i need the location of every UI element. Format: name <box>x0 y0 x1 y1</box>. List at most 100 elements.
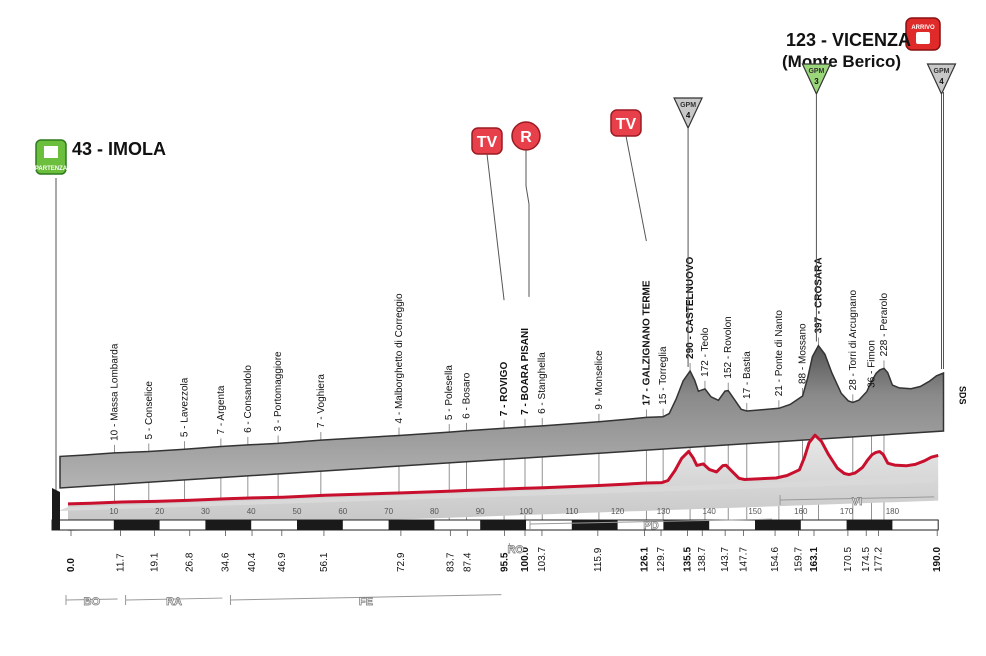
place-label: 17 - GALZIGNANO TERME <box>641 280 652 405</box>
place-elevation: 5 <box>144 433 155 439</box>
place-name: BOARA PISANI <box>520 328 531 401</box>
km-tick-label: 140 <box>703 507 717 516</box>
distance-bar-segment <box>388 520 435 530</box>
sds-label: SDS <box>958 386 968 405</box>
badge-line <box>486 153 505 301</box>
place-name: Perarolo <box>879 293 890 331</box>
place-separator: - <box>774 376 785 385</box>
place-label: 88 - Mossano <box>798 323 809 384</box>
place-name: CASTELNUOVO <box>685 256 696 333</box>
province-line <box>230 594 502 601</box>
gpm-text: GPM <box>934 68 950 75</box>
badge-text: TV <box>616 116 637 133</box>
distance-label: 190.0 <box>932 547 943 572</box>
place-label: 7 - Argenta <box>216 385 227 434</box>
profile-front-shape <box>68 435 939 531</box>
place-elevation: 7 <box>316 422 327 428</box>
r-badge-icon: R <box>511 121 541 297</box>
km-tick-label: 10 <box>109 507 118 516</box>
province-label: BO <box>84 596 101 608</box>
place-separator: - <box>537 399 548 408</box>
place-elevation: 15 <box>658 393 669 405</box>
place-elevation: 228 <box>879 339 890 356</box>
place-name: Consandolo <box>243 365 254 419</box>
place-separator: - <box>520 400 531 409</box>
km-tick-label: 50 <box>293 507 302 516</box>
place-separator: - <box>798 364 809 373</box>
distance-bar-segment <box>571 520 618 530</box>
province-label: PD <box>643 520 658 532</box>
place-label: 4 - Malborghetto di Correggio <box>394 293 405 424</box>
place-separator: - <box>461 404 472 413</box>
km-tick-label: 20 <box>155 507 164 516</box>
place-name: Voghiera <box>316 374 327 414</box>
place-name: Mossano <box>798 323 809 364</box>
route-line <box>67 433 939 506</box>
place-separator: - <box>866 368 877 377</box>
distance-label: 174.5 <box>861 547 872 572</box>
distance-label: 135.5 <box>683 547 694 572</box>
tv-badge-icon: TV <box>471 127 505 301</box>
distance-label: 115.9 <box>593 547 604 572</box>
place-label: 6 - Bosaro <box>461 372 472 419</box>
place-elevation: 7 <box>216 429 227 435</box>
distance-bar-segment <box>755 520 801 530</box>
place-separator: - <box>742 379 753 388</box>
badge-text: R <box>520 129 532 146</box>
place-label: 15 - Torreglia <box>658 346 669 405</box>
place-name: CROSARA <box>813 257 824 308</box>
distance-label: 103.7 <box>537 547 548 572</box>
place-elevation: 88 <box>798 372 809 384</box>
start-sign-flag <box>44 146 58 158</box>
gpm-triangle <box>801 63 832 96</box>
km-tick-label: 150 <box>748 507 762 516</box>
gpm-category: 4 <box>939 77 944 86</box>
place-name: Fimon <box>866 340 877 368</box>
place-label: 7 - Voghiera <box>316 374 327 428</box>
place-name: Torreglia <box>658 346 669 385</box>
km-tick-label: 120 <box>611 507 625 516</box>
place-label: 10 - Massa Lombarda <box>109 343 120 441</box>
place-label: 397 - CROSARA <box>813 257 824 333</box>
place-name: Portomaggiore <box>273 351 284 417</box>
place-label: 21 - Ponte di Nanto <box>774 310 785 397</box>
province-label: FE <box>359 596 373 608</box>
place-elevation: 5 <box>444 414 455 420</box>
gpm-triangle <box>926 63 957 96</box>
place-name: Ponte di Nanto <box>774 310 785 377</box>
place-separator: - <box>144 425 155 434</box>
place-name: GALZIGNANO TERME <box>641 280 652 385</box>
distance-label: 26.8 <box>185 552 196 572</box>
place-label: 290 - CASTELNUOVO <box>685 256 696 358</box>
distance-label: 56.1 <box>319 552 330 572</box>
place-elevation: 9 <box>594 404 605 410</box>
place-elevation: 17 <box>742 387 753 399</box>
gpm-triangle <box>673 97 704 130</box>
gpm-text: GPM <box>680 102 696 109</box>
place-name: Malborghetto di Correggio <box>394 293 405 409</box>
place-label: 3 - Portomaggiore <box>273 351 284 431</box>
distance-label: 177.2 <box>874 547 885 572</box>
distance-label: 154.6 <box>770 547 781 572</box>
profile-back-surface <box>59 344 945 489</box>
km-tick-label: 160 <box>794 507 808 516</box>
place-label: 17 - Bastia <box>742 351 753 399</box>
km-tick-label: 100 <box>519 507 533 516</box>
km-tick-label: 40 <box>247 507 256 516</box>
province-line <box>529 518 773 525</box>
place-name: Argenta <box>216 385 227 420</box>
place-elevation: 21 <box>774 385 785 397</box>
distance-label: 126.1 <box>640 547 651 572</box>
distance-label: 163.1 <box>809 547 820 572</box>
place-elevation: 6 <box>243 427 254 433</box>
place-separator: - <box>813 308 824 317</box>
finish-sign-text: ARRIVO <box>911 25 935 31</box>
place-name: Massa Lombarda <box>109 343 120 421</box>
place-separator: - <box>216 421 227 429</box>
km-tick-label: 90 <box>476 507 485 516</box>
place-separator: - <box>394 409 405 418</box>
